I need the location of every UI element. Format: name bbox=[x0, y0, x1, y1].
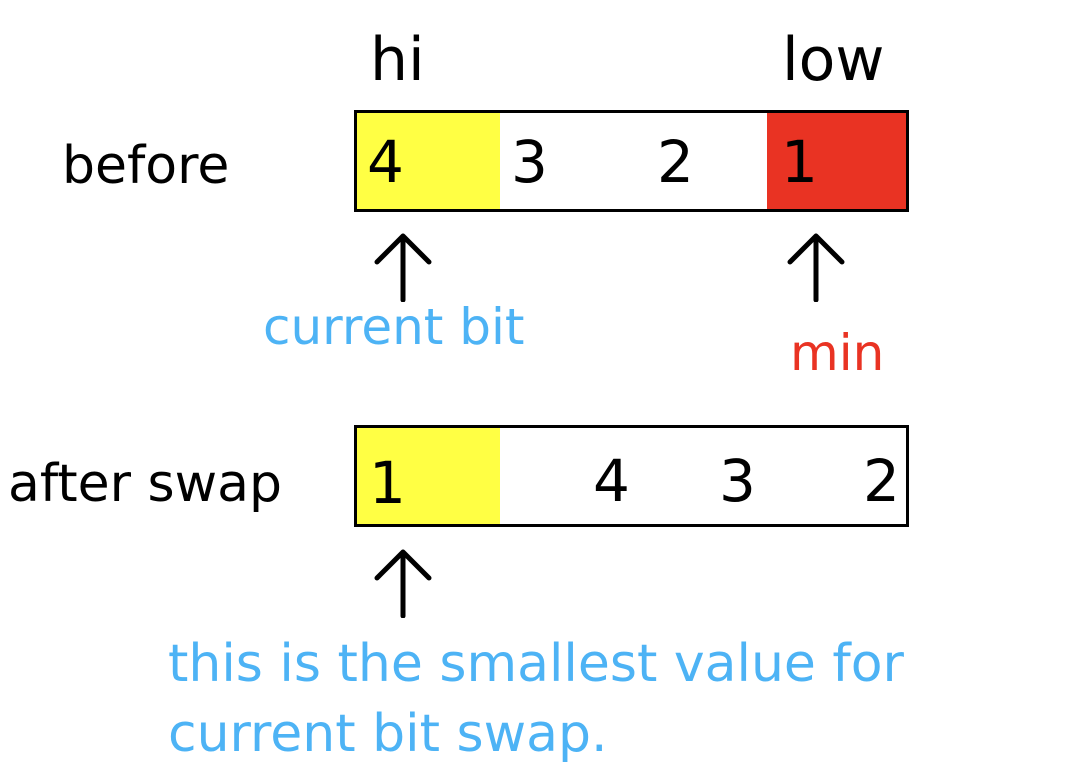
before-digit-4: 1 bbox=[781, 128, 818, 196]
before-digit-3: 2 bbox=[657, 128, 694, 196]
hi-label: hi bbox=[370, 25, 425, 95]
before-label: before bbox=[62, 136, 230, 196]
after-digit-2: 4 bbox=[593, 447, 630, 515]
note-line-2: current bit swap. bbox=[168, 704, 608, 764]
after-digit-1: 1 bbox=[369, 449, 406, 517]
after-bit-strip: 1 4 3 2 bbox=[354, 425, 909, 527]
up-arrow-icon bbox=[374, 549, 432, 618]
min-annotation: min bbox=[790, 324, 885, 382]
after-swap-label: after swap bbox=[8, 454, 283, 514]
current-bit-annotation: current bit bbox=[263, 298, 525, 356]
after-digit-4: 2 bbox=[863, 447, 900, 515]
min-bit-highlight bbox=[767, 113, 906, 209]
before-digit-1: 4 bbox=[367, 128, 404, 196]
before-digit-2: 3 bbox=[511, 128, 548, 196]
after-digit-3: 3 bbox=[719, 447, 756, 515]
before-bit-strip: 4 3 2 1 bbox=[354, 110, 909, 212]
low-label: low bbox=[782, 25, 885, 95]
up-arrow-icon bbox=[787, 233, 845, 302]
up-arrow-icon bbox=[374, 233, 432, 302]
note-line-1: this is the smallest value for bbox=[168, 634, 904, 694]
current-bit-highlight bbox=[357, 113, 500, 209]
current-bit-highlight bbox=[357, 428, 500, 524]
